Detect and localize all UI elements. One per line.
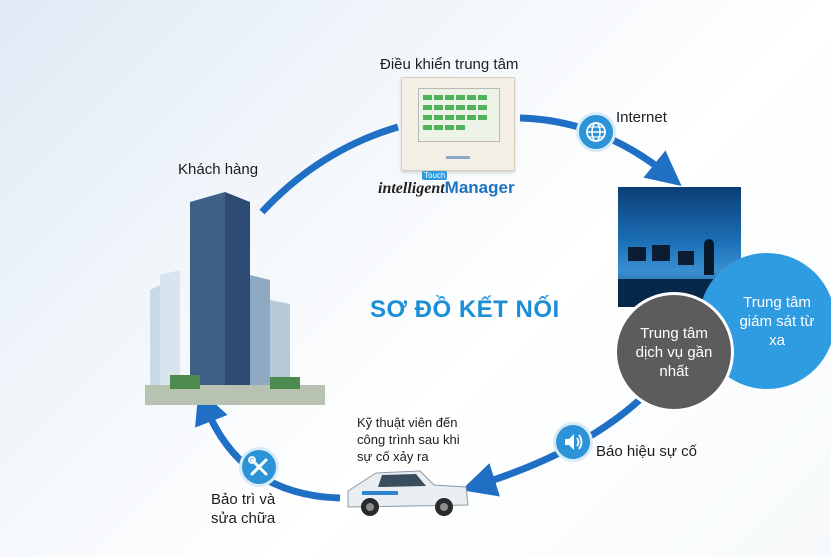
service-truck-image	[347, 470, 469, 516]
logo-manager: Manager	[444, 178, 515, 197]
nearest-service-bubble: Trung tâm dịch vụ gần nhất	[614, 292, 734, 412]
control-screen	[418, 88, 500, 142]
alert-label: Báo hiệu sự cố	[596, 443, 697, 460]
maintenance-label: Bảo trì và sửa chữa	[211, 490, 275, 528]
maintenance-line-2: sửa chữa	[211, 510, 276, 527]
building-image	[145, 192, 325, 405]
remote-monitoring-label: Trung tâm giám sát từ xa	[739, 293, 815, 349]
device-brand-mark	[446, 156, 470, 159]
logo-intelligent: intelligent	[378, 180, 445, 197]
diagram-title: SƠ ĐỒ KẾT NỐI	[370, 296, 560, 323]
technician-label: Kỹ thuật viên đến công trình sau khi sự …	[357, 414, 460, 465]
central-control-label: Điều khiển trung tâm	[380, 56, 519, 73]
internet-label: Internet	[616, 109, 667, 126]
maintenance-line-1: Bảo trì và	[211, 491, 276, 508]
technician-line-2: công trình sau khi	[357, 432, 460, 447]
arc-to-control	[259, 123, 399, 215]
globe-icon	[579, 115, 613, 149]
nearest-service-label: Trung tâm dịch vụ gần nhất	[635, 324, 713, 380]
technician-line-1: Kỹ thuật viên đến	[357, 415, 458, 430]
logo-touch: Touch	[422, 171, 448, 180]
tools-icon	[242, 450, 276, 484]
technician-line-3: sự cố xảy ra	[357, 449, 429, 464]
customer-label: Khách hàng	[178, 161, 259, 178]
speaker-icon	[556, 425, 590, 459]
central-control-device	[401, 77, 515, 171]
